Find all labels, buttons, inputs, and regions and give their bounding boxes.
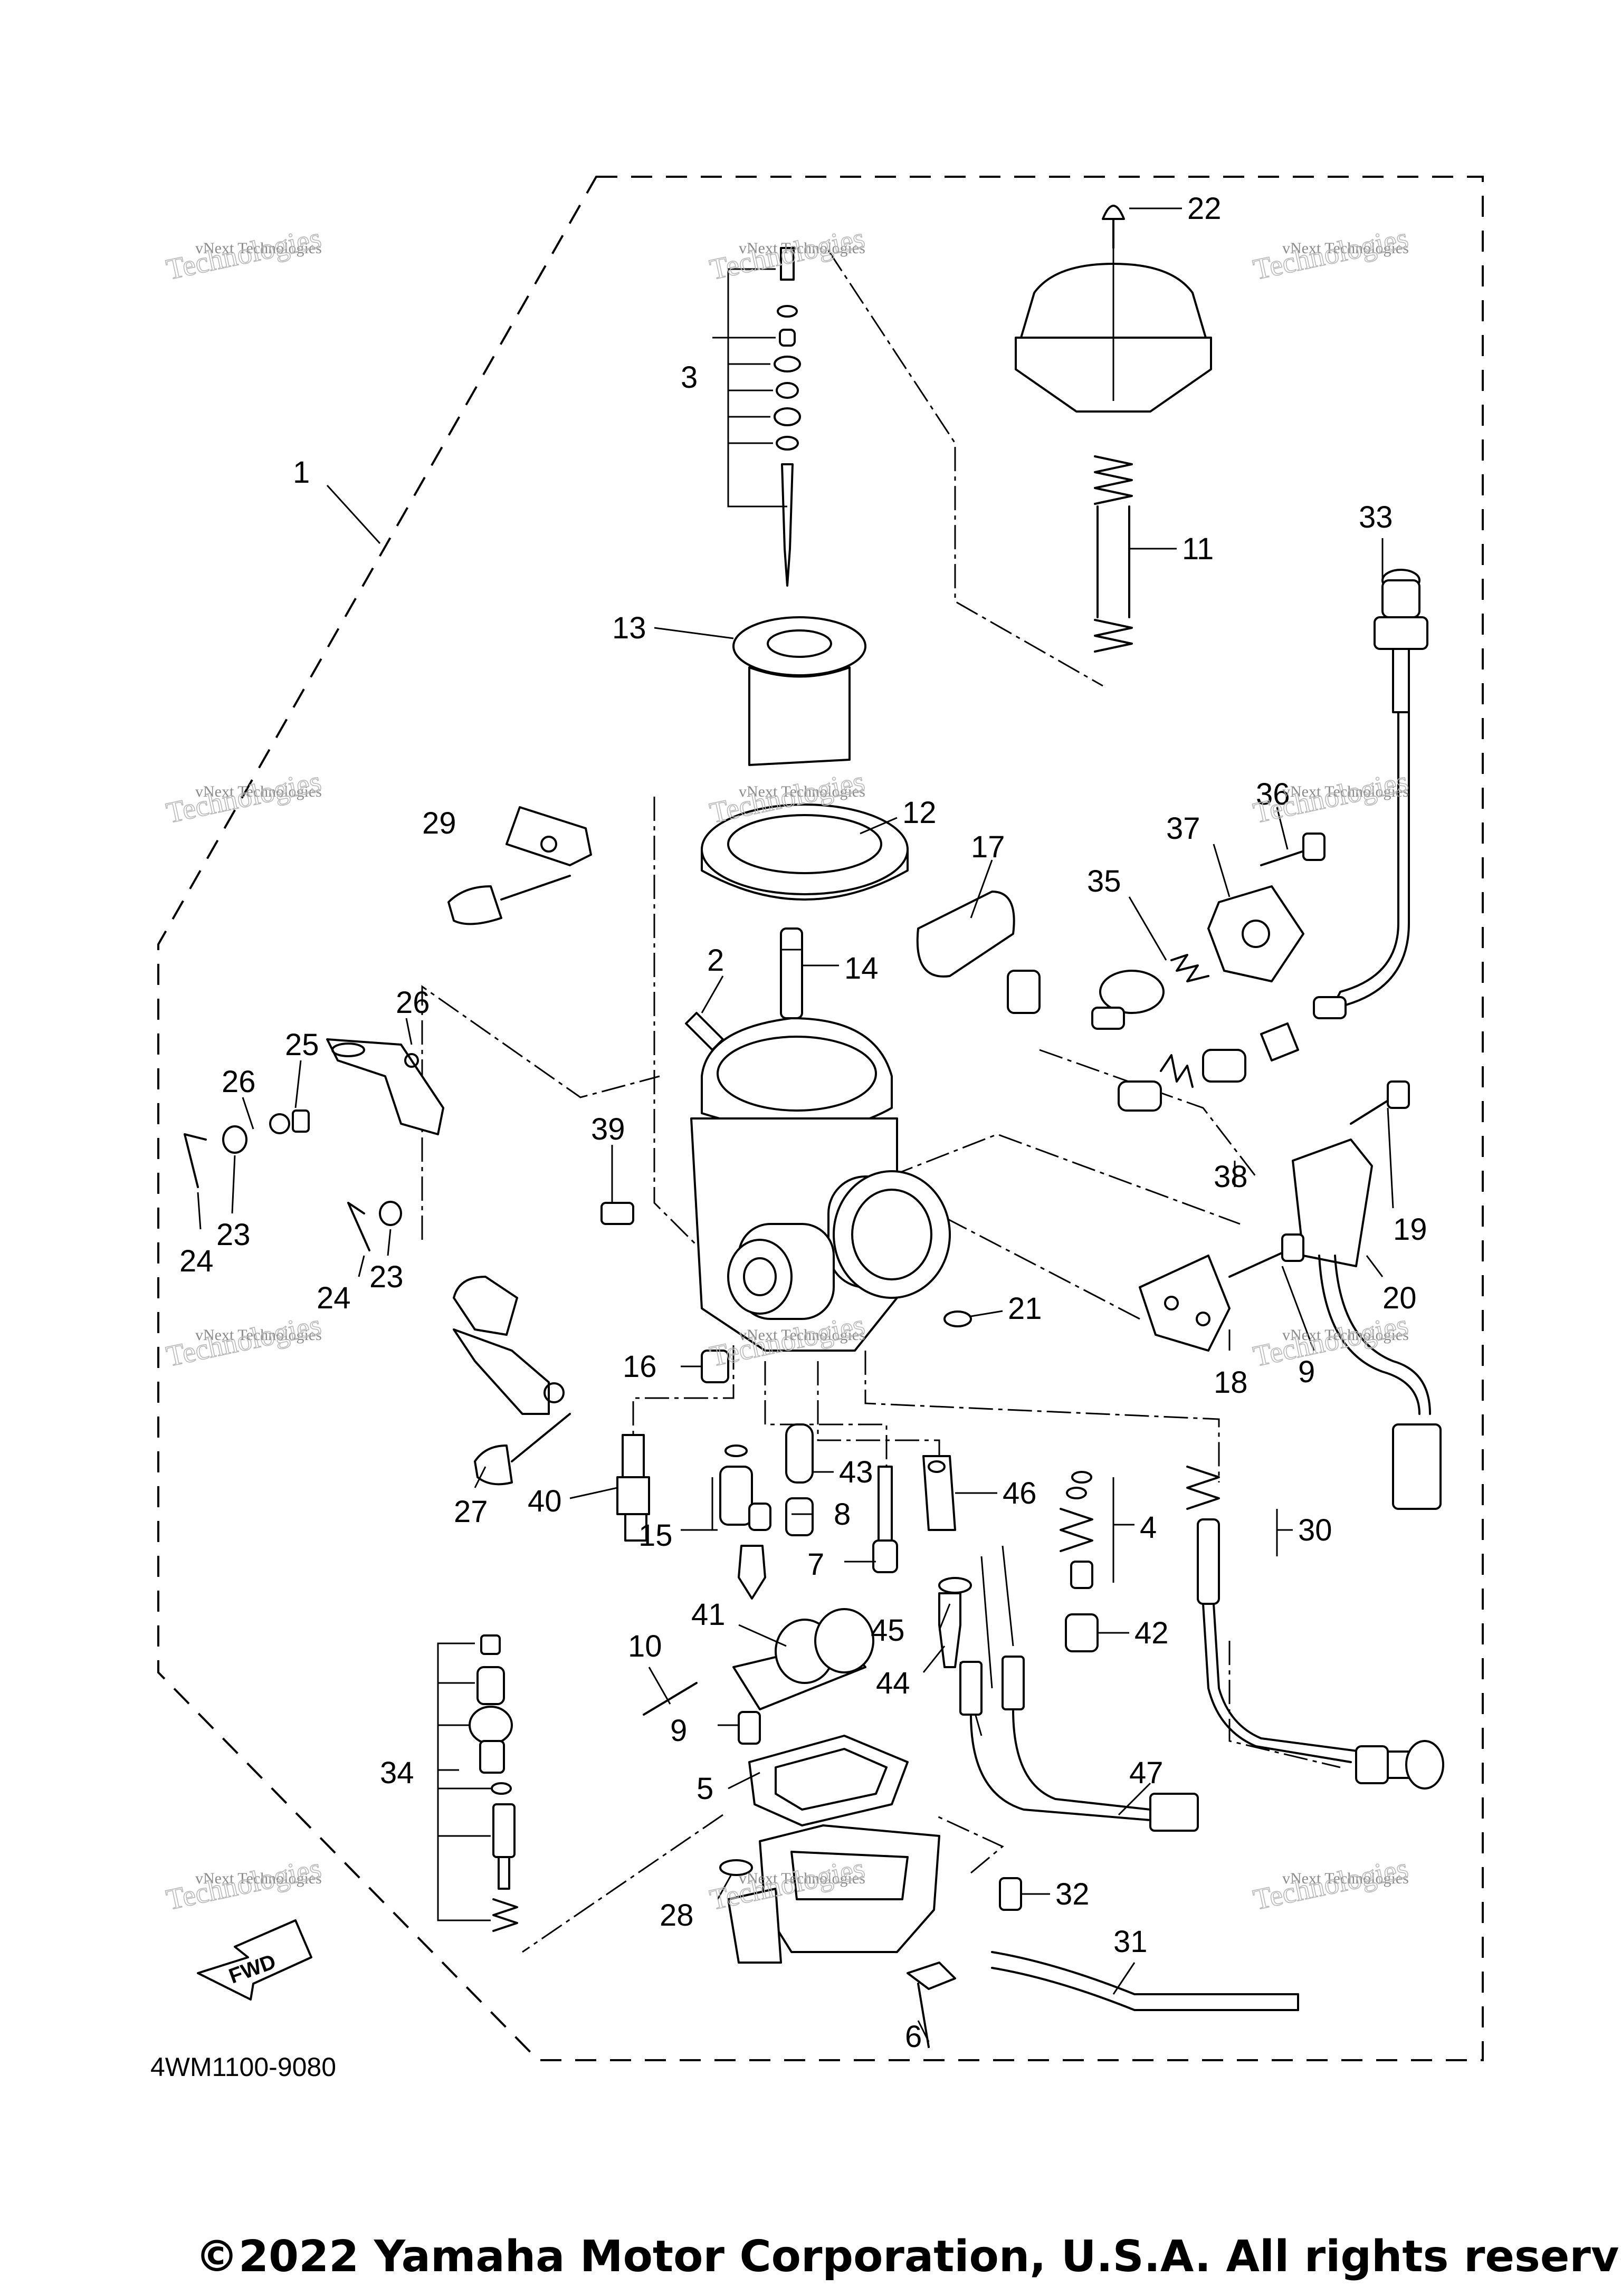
part-graphics <box>184 205 1444 2048</box>
callout-23b: 23 <box>369 1260 404 1294</box>
svg-text:vNext Technologies: vNext Technologies <box>1282 783 1409 800</box>
watermark: vNext Technologies Technologies <box>1250 1851 1412 1917</box>
callout-36: 36 <box>1256 777 1290 811</box>
svg-text:Technologies: Technologies <box>1251 765 1411 830</box>
callout-4: 4 <box>1140 1510 1157 1545</box>
diagram-part-number: 4WM1100-9080 <box>150 2052 336 2082</box>
callout-8: 8 <box>834 1497 851 1532</box>
callout-34: 34 <box>380 1756 414 1790</box>
callout-24a: 24 <box>179 1244 214 1278</box>
svg-text:vNext Technologies: vNext Technologies <box>195 783 322 800</box>
callout-22: 22 <box>1187 192 1222 226</box>
callout-40: 40 <box>528 1484 562 1518</box>
callout-24b: 24 <box>317 1281 351 1315</box>
svg-text:Technologies: Technologies <box>164 765 324 830</box>
callout-15: 15 <box>638 1518 673 1553</box>
callout-28: 28 <box>660 1898 694 1933</box>
callout-44: 44 <box>876 1666 910 1700</box>
svg-text:Technologies: Technologies <box>164 1308 324 1373</box>
callout-45: 45 <box>871 1613 905 1648</box>
svg-text:Technologies: Technologies <box>1251 222 1411 286</box>
callout-11: 11 <box>1182 532 1214 566</box>
svg-text:Technologies: Technologies <box>164 222 324 286</box>
callout-38: 38 <box>1214 1160 1248 1194</box>
callout-43: 43 <box>839 1455 873 1489</box>
svg-text:vNext Technologies: vNext Technologies <box>195 1326 322 1344</box>
callout-42: 42 <box>1134 1616 1169 1650</box>
callout-29: 29 <box>422 806 456 840</box>
watermark: vNext Technologies Technologies <box>163 1851 325 1917</box>
callout-18: 18 <box>1214 1365 1248 1400</box>
callout-39: 39 <box>591 1112 625 1146</box>
callout-26a: 26 <box>396 986 430 1020</box>
svg-text:vNext Technologies: vNext Technologies <box>195 1870 322 1887</box>
svg-text:vNext Technologies: vNext Technologies <box>195 240 322 257</box>
callout-6: 6 <box>905 2020 922 2054</box>
watermark: vNext Technologies Technologies <box>163 221 325 286</box>
svg-text:vNext Technologies: vNext Technologies <box>1282 240 1409 257</box>
svg-text:vNext Technologies: vNext Technologies <box>1282 1870 1409 1887</box>
leader-lines <box>197 207 1394 2042</box>
svg-text:vNext Technologies: vNext Technologies <box>739 1326 865 1344</box>
callout-5: 5 <box>697 1772 713 1806</box>
callout-17: 17 <box>971 830 1005 864</box>
svg-text:Technologies: Technologies <box>1251 1852 1411 1917</box>
callout-23a: 23 <box>216 1218 251 1252</box>
callout-27: 27 <box>454 1495 488 1529</box>
callout-9a: 9 <box>1298 1355 1315 1389</box>
callout-1: 1 <box>293 455 310 490</box>
callout-9b: 9 <box>670 1714 687 1748</box>
callouts: 1 22 3 11 33 13 12 29 17 37 36 35 14 2 2… <box>179 192 1427 2054</box>
callout-46: 46 <box>1003 1476 1037 1510</box>
svg-text:vNext Technologies: vNext Technologies <box>1282 1326 1409 1344</box>
callout-20: 20 <box>1382 1281 1417 1315</box>
callout-37: 37 <box>1166 811 1200 846</box>
callout-7: 7 <box>807 1547 824 1582</box>
svg-text:Technologies: Technologies <box>164 1852 324 1917</box>
callout-13: 13 <box>612 611 646 645</box>
callout-41: 41 <box>691 1597 726 1632</box>
svg-text:vNext Technologies: vNext Technologies <box>739 783 865 800</box>
watermark: vNext Technologies Technologies <box>1250 221 1412 286</box>
callout-33: 33 <box>1359 500 1393 534</box>
callout-35: 35 <box>1087 864 1121 898</box>
callout-16: 16 <box>623 1350 657 1384</box>
callout-10: 10 <box>628 1629 662 1663</box>
copyright-notice: ©2022 Yamaha Motor Corporation, U.S.A. A… <box>195 2232 1621 2282</box>
callout-3: 3 <box>681 360 698 395</box>
callout-47: 47 <box>1129 1756 1164 1790</box>
svg-text:vNext Technologies: vNext Technologies <box>739 1870 865 1887</box>
callout-21: 21 <box>1008 1292 1042 1326</box>
callout-14: 14 <box>844 951 879 986</box>
fwd-arrow-icon: FWD <box>197 1919 312 2001</box>
callout-26b: 26 <box>222 1065 256 1099</box>
callout-25: 25 <box>285 1028 319 1062</box>
watermark: vNext Technologies Technologies <box>1250 764 1412 830</box>
svg-text:vNext Technologies: vNext Technologies <box>739 240 865 257</box>
callout-19: 19 <box>1393 1212 1427 1247</box>
watermark: vNext Technologies Technologies <box>163 1308 325 1373</box>
callout-30: 30 <box>1298 1513 1332 1547</box>
callout-2: 2 <box>707 943 724 978</box>
callout-32: 32 <box>1055 1877 1090 1911</box>
callout-31: 31 <box>1113 1925 1148 1959</box>
callout-12: 12 <box>902 796 937 830</box>
assembly-boundary <box>157 176 1484 2061</box>
watermark: vNext Technologies Technologies <box>163 764 325 830</box>
